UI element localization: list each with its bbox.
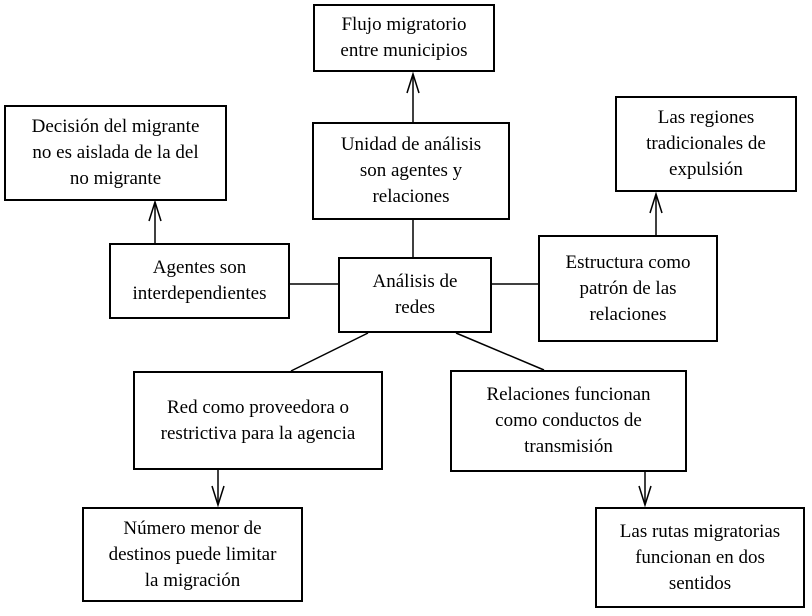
- node-label-line: Relaciones funcionan: [486, 384, 651, 405]
- node-label-line: transmisión: [524, 436, 613, 457]
- node-label-line: restrictiva para la agencia: [160, 422, 356, 444]
- node-unidad-analisis: Unidad de análisis son agentes y relacio…: [312, 122, 510, 220]
- edge-analisis-red-line: [290, 332, 369, 372]
- node-label-line: entre municipios: [340, 40, 468, 61]
- node-estructura-patron: Estructura como patrón de las relaciones: [538, 235, 718, 342]
- edge-relaciones-rutas-arrowhead: [638, 485, 652, 508]
- node-flujo-migratorio: Flujo migratorio entre municipios: [313, 4, 495, 72]
- node-label-line: patrón de las: [579, 277, 677, 299]
- node-label-line: Decisión del migrante: [31, 116, 200, 137]
- node-label-line: como conductos de: [495, 410, 642, 431]
- node-red-proveedora: Red como proveedora o restrictiva para l…: [133, 371, 383, 470]
- node-label-line: no es aislada de la del: [32, 142, 199, 163]
- node-label-line: Las rutas migratorias: [619, 520, 781, 542]
- node-label-line: interdependientes: [132, 283, 267, 304]
- node-label-line: sentidos: [668, 572, 732, 594]
- node-label-line: Flujo migratorio: [341, 14, 467, 35]
- node-label-line: no migrante: [69, 168, 162, 189]
- edge-agentes-decision-arrowhead: [148, 199, 162, 222]
- node-label-line: tradicionales de: [646, 133, 766, 154]
- node-label-line: destinos puede limitar: [108, 543, 277, 565]
- node-relaciones-conductos: Relaciones funcionan como conductos de t…: [450, 370, 687, 472]
- node-label-line: Estructura como: [565, 251, 691, 273]
- node-label-line: redes: [394, 297, 436, 318]
- node-label-line: Las regiones: [657, 107, 755, 128]
- node-label-line: Unidad de análisis: [340, 134, 482, 155]
- node-label-line: son agentes y: [359, 160, 463, 181]
- node-label-line: funcionan en dos: [635, 546, 765, 568]
- edge-red-numero-arrowhead: [211, 485, 225, 508]
- node-label-line: relaciones: [589, 303, 667, 325]
- node-numero-destinos: Número menor de destinos puede limitar l…: [82, 507, 303, 602]
- node-label-line: Red como proveedora o: [166, 396, 350, 418]
- node-decision-migrante: Decisión del migrante no es aislada de l…: [4, 105, 227, 201]
- edge-analisis-relaciones-line: [455, 332, 545, 371]
- node-label-line: Análisis de: [372, 271, 458, 292]
- node-analisis-redes: Análisis de redes: [338, 257, 492, 333]
- edge-estructura-regiones-arrowhead: [649, 191, 663, 214]
- node-agentes-interdependientes: Agentes son interdependientes: [109, 243, 290, 319]
- node-label-line: relaciones: [372, 186, 450, 207]
- node-regiones-expulsion: Las regiones tradicionales de expulsión: [615, 96, 797, 192]
- node-label-line: expulsión: [669, 159, 743, 180]
- node-label-line: Número menor de: [123, 517, 262, 539]
- edge-unidad-flujo-arrowhead: [406, 71, 420, 94]
- node-label-line: Agentes son: [152, 257, 247, 278]
- node-rutas-migratorias: Las rutas migratorias funcionan en dos s…: [595, 507, 805, 608]
- node-label-line: la migración: [144, 569, 241, 591]
